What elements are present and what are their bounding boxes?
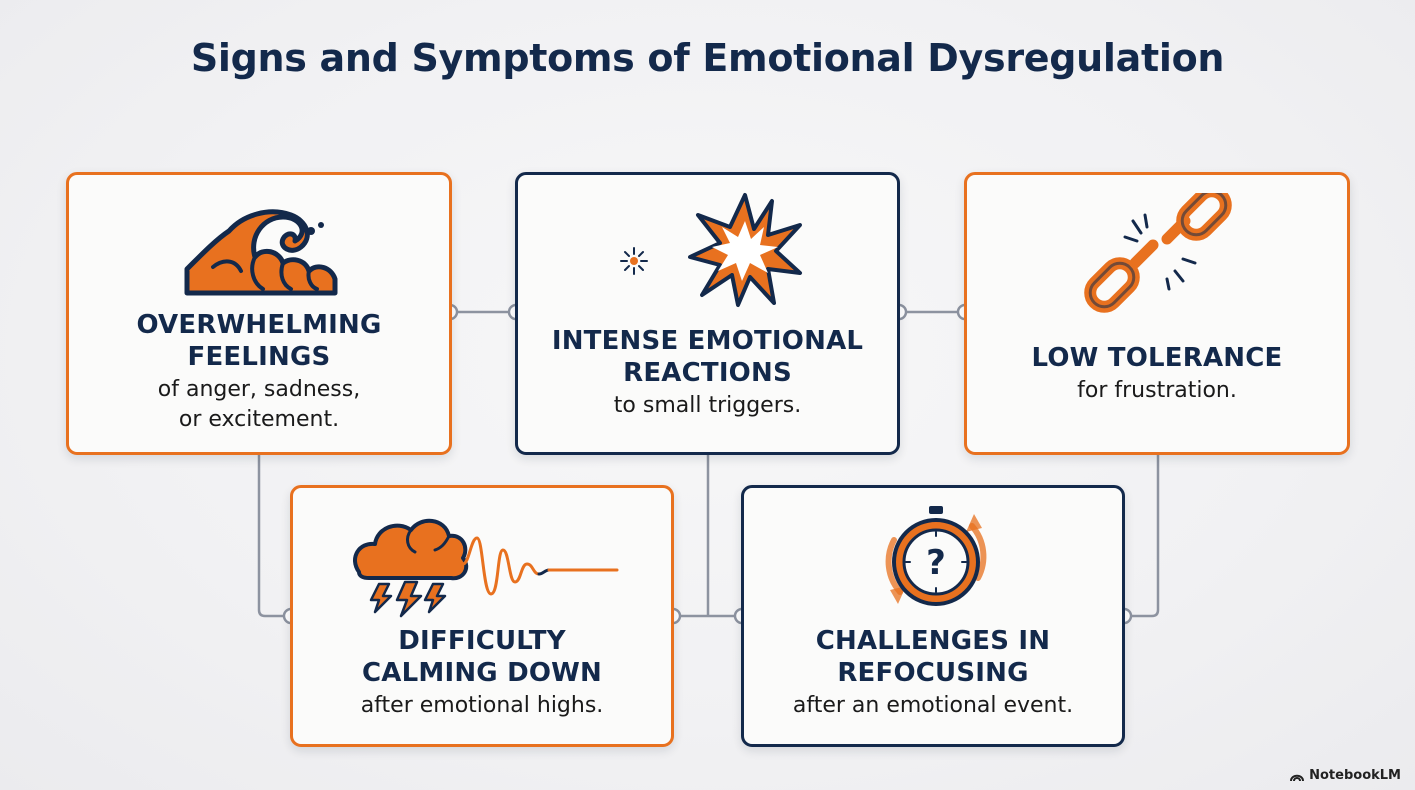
storm-cloud-icon [353, 519, 619, 618]
card-description: after an emotional event. [792, 693, 1074, 718]
svg-text:?: ? [926, 543, 946, 583]
card-description: for frustration. [1077, 378, 1237, 403]
card-low-tolerance: LOW TOLERANCE for frustration. [964, 172, 1350, 455]
brand-label: NotebookLM [1309, 768, 1401, 783]
wave-icon [184, 209, 338, 296]
card-heading: DIFFICULTY CALMING DOWN [362, 626, 602, 688]
card-description: of anger, sadness, or excitement. [157, 377, 361, 432]
card-difficulty-calming: DIFFICULTY CALMING DOWN after emotional … [290, 485, 674, 747]
broken-chain-icon [1084, 193, 1232, 313]
explosion-icon [688, 193, 802, 307]
card-heading: CHALLENGES IN REFOCUSING [815, 626, 1051, 688]
connector-tolerance-refocusing [1124, 455, 1160, 618]
brand-watermark: NotebookLM [1290, 768, 1401, 783]
card-overwhelming-feelings: OVERWHELMING FEELINGS of anger, sadness,… [66, 172, 452, 455]
card-heading: INTENSE EMOTIONAL REACTIONS [551, 326, 864, 388]
page-title: Signs and Symptoms of Emotional Dysregul… [190, 36, 1225, 80]
card-description: to small triggers. [613, 393, 802, 418]
notebooklm-logo-icon [1290, 774, 1305, 781]
card-heading: LOW TOLERANCE [1031, 343, 1283, 373]
card-description: after emotional highs. [360, 693, 604, 718]
connector-overwhelming-calming [257, 455, 291, 618]
card-intense-reactions: INTENSE EMOTIONAL REACTIONS to small tri… [515, 172, 900, 455]
card-challenges-refocusing: ? CHALLENGES IN REFOCUSING after an emot… [741, 485, 1125, 747]
small-spark-icon [620, 247, 648, 275]
card-heading: OVERWHELMING FEELINGS [136, 310, 382, 372]
stopwatch-question-icon: ? [885, 506, 987, 606]
